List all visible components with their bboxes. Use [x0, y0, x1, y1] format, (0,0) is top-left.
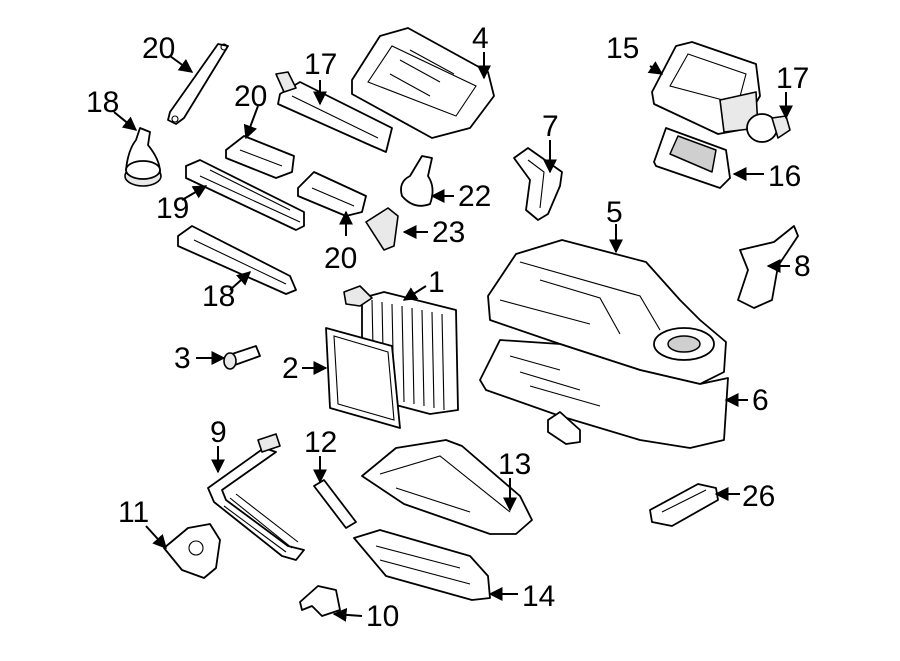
callout-10: 10 [366, 600, 399, 633]
part-19-shaft [185, 159, 305, 231]
callout-17: 17 [776, 62, 809, 95]
callout-21: 17 [304, 48, 337, 81]
callout-14: 14 [522, 580, 555, 613]
callout-24: 23 [432, 216, 465, 249]
part-20-upper-door [225, 135, 295, 179]
callout-26: 26 [742, 480, 775, 513]
part-22-actuator [124, 127, 162, 187]
callout-20-upper: 20 [234, 80, 267, 113]
leader-lines [113, 52, 793, 622]
callout-1: 1 [428, 266, 445, 299]
part-14-lower-case [353, 529, 491, 601]
part-26-filter [649, 483, 719, 527]
callout-4: 4 [472, 22, 489, 55]
callout-16: 16 [768, 160, 801, 193]
part-3-bolt [223, 345, 261, 370]
part-5-6-hvac-housing [479, 239, 729, 449]
part-17-motor [746, 113, 791, 143]
part-13-lower-case [361, 439, 533, 535]
part-23-actuator [400, 155, 434, 207]
part-2-seal [325, 327, 401, 429]
callout-5: 5 [606, 196, 623, 229]
part-7-bracket [513, 147, 563, 221]
part-9-heater-core [207, 433, 305, 561]
callout-25: 20 [142, 32, 175, 65]
callout-3: 3 [174, 342, 191, 375]
part-15-duct [651, 41, 761, 135]
callout-23: 22 [458, 180, 491, 213]
callout-13: 13 [498, 448, 531, 481]
callout-18: 18 [202, 280, 235, 313]
callout-19: 19 [156, 192, 189, 225]
callout-12: 12 [304, 426, 337, 459]
part-11-bracket [163, 523, 221, 579]
callout-2: 2 [282, 352, 299, 385]
part-10-clip [299, 585, 341, 617]
part-25-rod [167, 43, 229, 125]
callout-11: 11 [118, 496, 149, 529]
part-20-lower-door [297, 171, 367, 217]
callout-22: 18 [86, 86, 119, 119]
part-4-upper-case [351, 27, 495, 139]
part-16-frame [653, 127, 731, 189]
callout-7: 7 [542, 110, 559, 143]
callout-labels: 20 18 17 4 20 19 20 18 22 23 7 15 17 16 … [86, 22, 811, 633]
callout-15: 15 [606, 32, 639, 65]
part-21-door [275, 71, 393, 153]
callout-6: 6 [752, 384, 769, 417]
part-12-seal-strip [313, 479, 357, 529]
part-24-bracket [365, 207, 399, 251]
callout-20-lower: 20 [324, 242, 357, 275]
callout-8: 8 [794, 250, 811, 283]
part-18-shaft [177, 225, 297, 295]
callout-9: 9 [210, 416, 227, 449]
